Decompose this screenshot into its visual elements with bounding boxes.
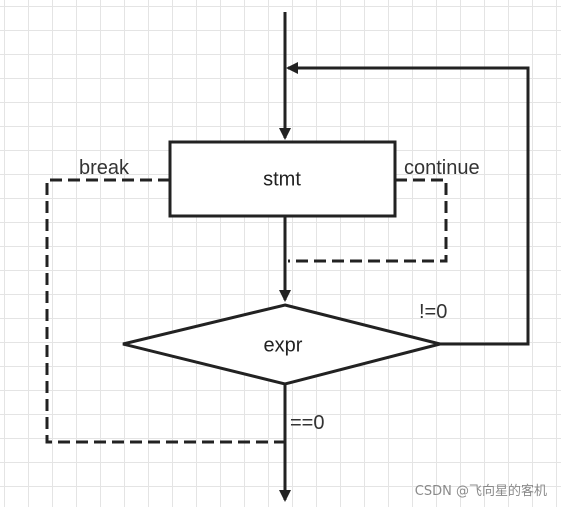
condition-label: expr — [264, 334, 303, 356]
loop-back-arrow — [286, 62, 530, 346]
break-path — [45, 178, 288, 444]
continue-label: continue — [404, 157, 480, 179]
continue-path — [288, 178, 448, 263]
nonzero-label: !=0 — [419, 301, 447, 323]
zero-label: ==0 — [290, 412, 324, 434]
statement-label: stmt — [263, 168, 301, 190]
break-label: break — [79, 157, 130, 179]
watermark: CSDN @飞向星的客机 — [414, 484, 547, 499]
